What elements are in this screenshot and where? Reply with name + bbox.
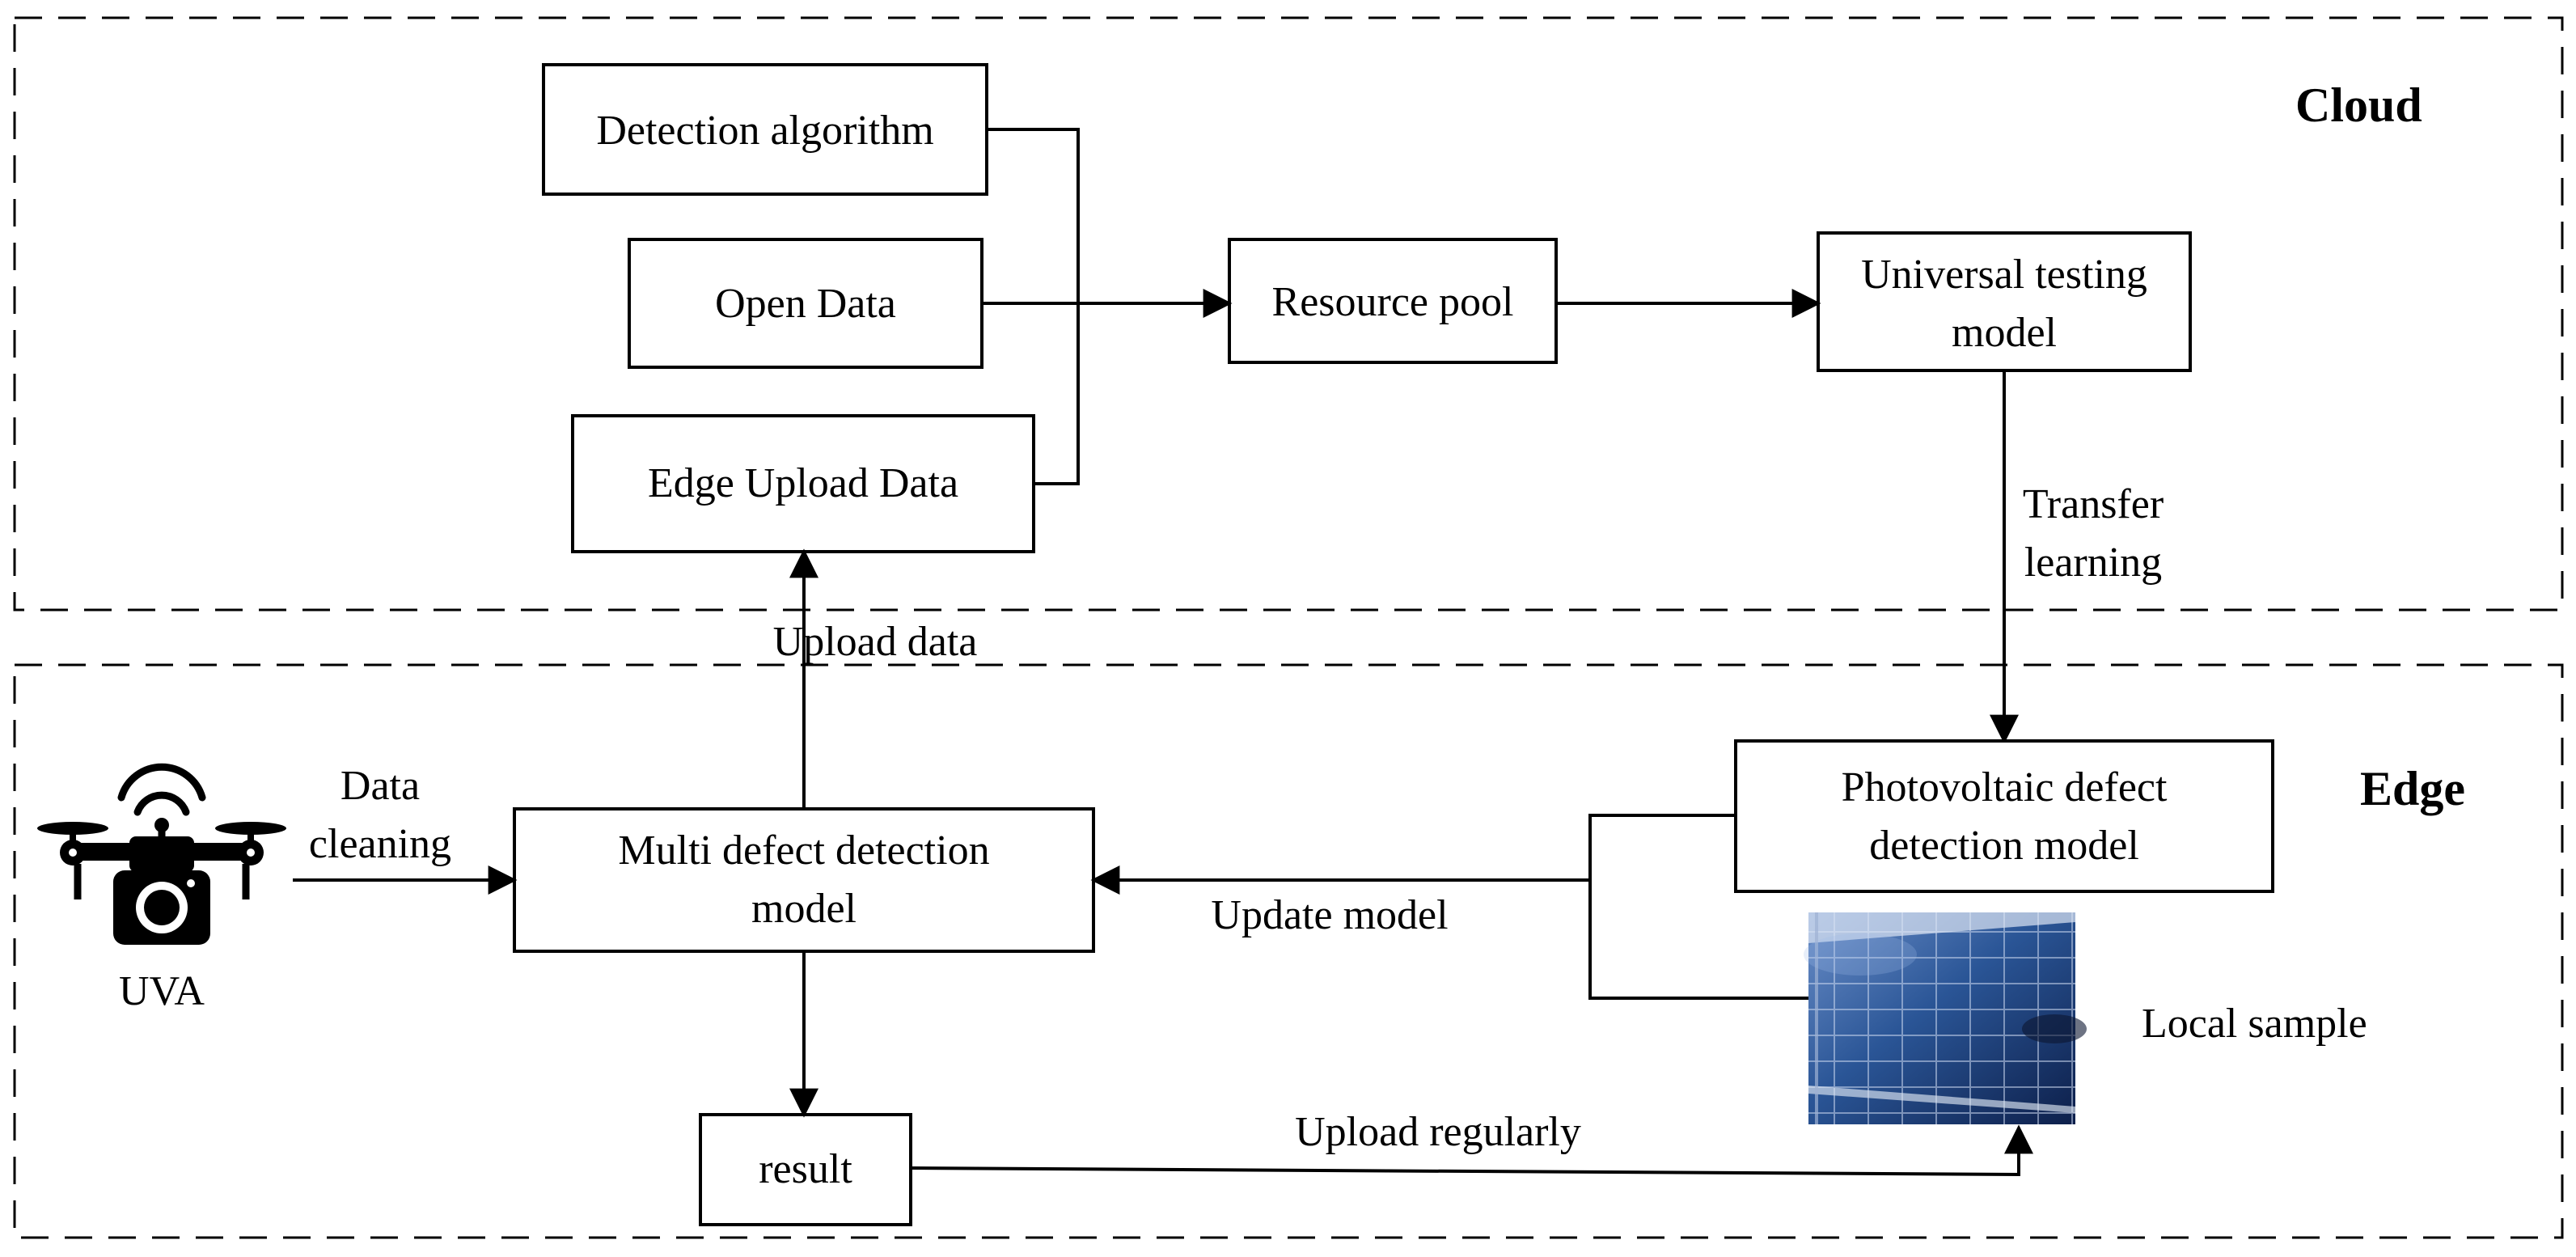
edge-label: Edge — [2360, 762, 2465, 815]
uva-label: UVA — [119, 968, 205, 1014]
feedback-bracket — [1588, 814, 1808, 1000]
photovoltaic-line2: detection model — [1869, 823, 2139, 869]
detection-algorithm-box — [542, 63, 988, 196]
open-data-label: Open Data — [715, 281, 896, 327]
universal-testing-line1: Universal testing — [1861, 252, 2147, 298]
multi-defect-line1: Multi defect detection — [618, 827, 989, 874]
upload-regularly-arrow — [910, 1124, 2033, 1177]
detection-algorithm-label: Detection algorithm — [596, 108, 933, 154]
multi-defect-line2: model — [751, 886, 857, 932]
multi-defect-box — [513, 807, 1095, 953]
photovoltaic-line1: Photovoltaic defect — [1842, 764, 2168, 810]
cloud-region — [13, 16, 2564, 612]
edge-upload-data-label: Edge Upload Data — [648, 460, 958, 506]
data-cleaning-line1: Data — [341, 763, 420, 809]
photovoltaic-box — [1734, 739, 2274, 893]
edge-region — [13, 663, 2564, 1239]
local-sample-label: Local sample — [2142, 1001, 2367, 1047]
drone-camera-icon — [37, 763, 286, 945]
data-cleaning-line2: cleaning — [309, 821, 451, 867]
transfer-label-line2: learning — [2024, 540, 2162, 586]
result-box — [699, 1113, 912, 1226]
upload-regularly-label: Upload regularly — [1295, 1109, 1581, 1155]
edge-upload-data-box — [571, 414, 1035, 553]
transfer-label-line1: Transfer — [2023, 481, 2164, 527]
upload-data-label: Upload data — [773, 619, 978, 665]
resource-pool-label: Resource pool — [1272, 279, 1514, 325]
resource-pool-box — [1228, 238, 1558, 364]
result-label: result — [759, 1146, 852, 1192]
update-model-label: Update model — [1211, 892, 1448, 938]
solar-panel-photo — [1804, 912, 2087, 1124]
algorithm-to-pool-line — [987, 128, 1080, 485]
universal-testing-line2: model — [1952, 310, 2057, 356]
cloud-label: Cloud — [2295, 78, 2422, 132]
